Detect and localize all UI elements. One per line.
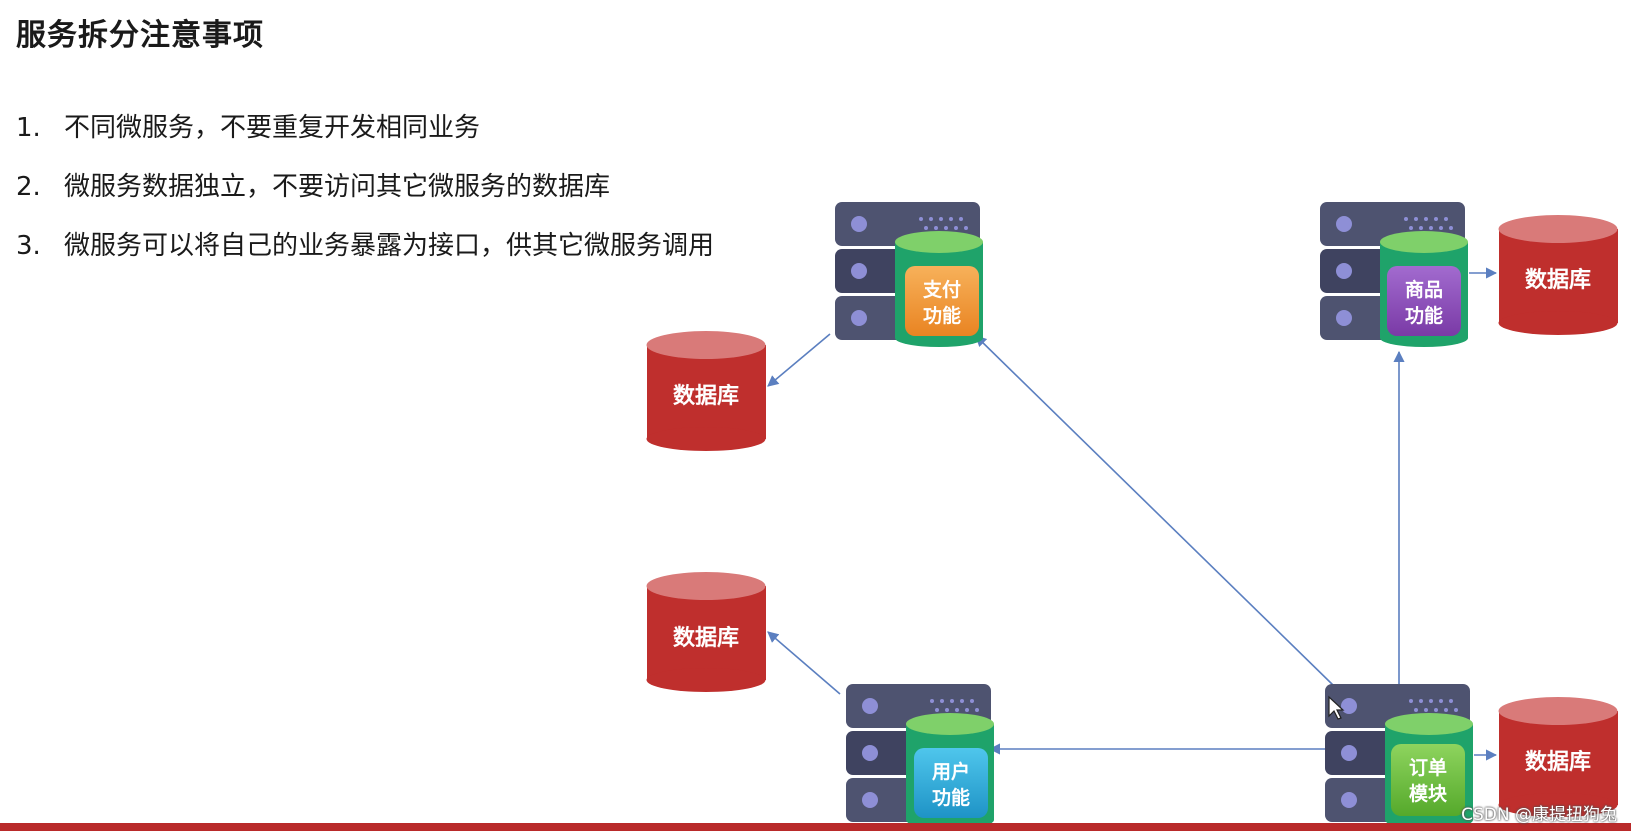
database-icon	[1498, 215, 1618, 335]
point-text: 微服务数据独立，不要访问其它微服务的数据库	[64, 172, 611, 202]
order-label-line2: 模块	[1409, 782, 1448, 805]
point-item: 2. 微服务数据独立，不要访问其它微服务的数据库	[16, 167, 714, 226]
point-number: 3.	[16, 231, 41, 261]
database-label: 数据库	[673, 625, 739, 651]
product-badge	[1387, 266, 1461, 336]
point-number: 2.	[16, 172, 41, 202]
payment-database: 数据库	[646, 331, 766, 451]
payment-badge	[905, 266, 979, 336]
order-service: 订单 模块	[1325, 684, 1473, 829]
database-label: 数据库	[1525, 267, 1591, 293]
point-text: 微服务可以将自己的业务暴露为接口，供其它微服务调用	[64, 231, 715, 261]
point-number: 1.	[16, 113, 41, 143]
order-badge	[1391, 744, 1465, 816]
user-label-line1: 用户	[932, 760, 970, 783]
database-label: 数据库	[673, 383, 739, 409]
point-item: 1. 不同微服务，不要重复开发相同业务	[16, 108, 714, 167]
database-icon	[646, 572, 766, 692]
product-label-line2: 功能	[1405, 304, 1443, 327]
point-text: 不同微服务，不要重复开发相同业务	[64, 113, 481, 143]
order-label-line1: 订单	[1409, 756, 1447, 779]
arrow-order-to-payment	[975, 335, 1335, 687]
arrow-user-to-db	[767, 631, 841, 695]
user-label-line2: 功能	[932, 786, 970, 809]
product-service: 商品 功能	[1320, 202, 1468, 347]
database-label: 数据库	[1525, 749, 1591, 775]
bottom-accent-bar	[0, 823, 1631, 831]
mouse-cursor-icon	[1328, 695, 1345, 720]
watermark: CSDN @康提扭狗兔	[1461, 805, 1617, 825]
arrow-payment-to-db	[767, 333, 831, 387]
user-service: 用户 功能	[846, 684, 994, 829]
payment-label-line1: 支付	[922, 278, 961, 301]
slide-title: 服务拆分注意事项	[16, 18, 264, 53]
database-icon	[646, 331, 766, 451]
product-label-line1: 商品	[1405, 278, 1443, 301]
user-database: 数据库	[646, 572, 766, 692]
payment-label-line2: 功能	[923, 304, 961, 327]
order-database: 数据库	[1498, 697, 1618, 817]
database-icon	[1498, 697, 1618, 817]
point-list: 1. 不同微服务，不要重复开发相同业务 2. 微服务数据独立，不要访问其它微服务的数…	[16, 108, 714, 285]
point-item: 3. 微服务可以将自己的业务暴露为接口，供其它微服务调用	[16, 226, 714, 285]
product-database: 数据库	[1498, 215, 1618, 335]
user-badge	[914, 748, 988, 818]
payment-service: 支付 功能	[835, 202, 983, 347]
